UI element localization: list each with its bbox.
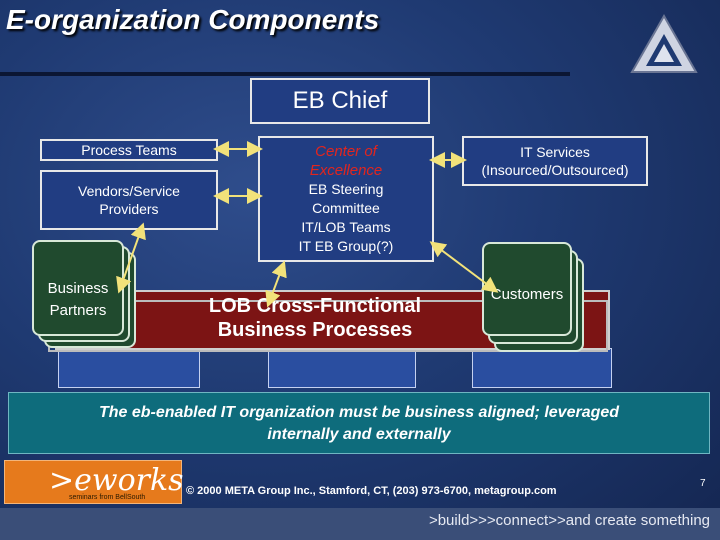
arrow-vendors-partners [116, 222, 146, 294]
copyright-text: © 2000 META Group Inc., Stamford, CT, (2… [186, 485, 557, 497]
lob-line-2: Business Processes [217, 319, 413, 341]
it-services-line-1: IT Services [520, 144, 590, 160]
coe-item-steering: EB Steering [308, 181, 384, 197]
business-partners-card: Business Partners [32, 240, 124, 336]
eb-chief-box: EB Chief [250, 78, 430, 124]
eworks-wordmark: >eworks [49, 463, 184, 498]
arrow-coe-customers [429, 241, 499, 293]
lob-line-1: LOB Cross-Functional [208, 295, 422, 317]
it-services-line-2: (Insourced/Outsourced) [481, 162, 629, 178]
slide-title: E-organization Components [6, 4, 380, 35]
coe-item-committee: Committee [312, 200, 380, 216]
tile-right [472, 348, 612, 388]
vendors-line-1: Vendors/Service [78, 183, 180, 199]
center-of-excellence-box: Center of Excellence EB Steering Committ… [258, 136, 434, 262]
business-partners-line-1: Business [47, 280, 109, 297]
footer-tagline: >build>>>connect>>and create something [428, 512, 710, 529]
page-number: 7 [700, 478, 706, 489]
eb-chief-label: EB Chief [292, 87, 388, 114]
it-services-box: IT Services (Insourced/Outsourced) [462, 136, 648, 186]
tile-center [268, 348, 416, 388]
coe-item-group: IT EB Group(?) [298, 238, 394, 254]
banner-line-1: The eb-enabled IT organization must be b… [98, 404, 620, 421]
business-partners-line-2: Partners [49, 302, 107, 319]
banner-line-2: internally and externally [267, 426, 451, 443]
eworks-tagline: seminars from BellSouth [69, 494, 146, 501]
process-teams-label: Process Teams [81, 142, 177, 158]
coe-item-teams: IT/LOB Teams [301, 219, 391, 235]
bottom-strip [0, 508, 720, 540]
coe-heading-2: Excellence [309, 162, 383, 179]
customers-label: Customers [490, 286, 564, 303]
lob-label: LOB Cross-Functional Business Processes [150, 294, 480, 342]
eworks-logo: >eworks seminars from BellSouth [4, 460, 184, 504]
meta-logo-icon [630, 13, 698, 73]
arrow-coe-lob [265, 260, 287, 308]
message-banner: The eb-enabled IT organization must be b… [8, 392, 710, 454]
coe-heading-1: Center of [315, 143, 377, 160]
title-rule [0, 72, 570, 76]
process-teams-box: Process Teams [40, 139, 218, 161]
vendors-line-2: Providers [99, 201, 159, 217]
